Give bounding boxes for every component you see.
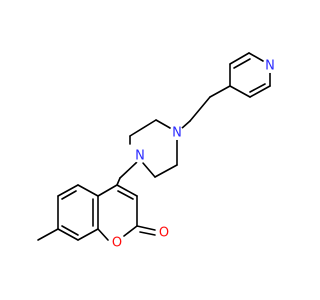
bond bbox=[248, 52, 264, 62]
atom-mask bbox=[133, 149, 147, 163]
bond bbox=[116, 177, 121, 186]
bond bbox=[57, 228, 79, 241]
bond bbox=[233, 58, 251, 69]
bond bbox=[57, 184, 79, 197]
bond bbox=[229, 52, 250, 65]
bond bbox=[77, 184, 99, 197]
bond bbox=[229, 85, 251, 98]
bond bbox=[180, 120, 191, 130]
bond bbox=[249, 85, 271, 98]
ring-oxygen-label: O bbox=[112, 236, 122, 251]
bond bbox=[97, 184, 118, 197]
bond bbox=[136, 225, 156, 231]
bond bbox=[77, 228, 99, 241]
bond bbox=[123, 225, 138, 237]
atom-mask bbox=[110, 236, 124, 250]
bond bbox=[97, 228, 109, 241]
bond bbox=[129, 119, 157, 137]
atom-mask bbox=[157, 226, 171, 240]
bond bbox=[117, 190, 134, 200]
bond bbox=[116, 184, 138, 197]
bond bbox=[119, 161, 138, 179]
bonds bbox=[37, 52, 271, 241]
piperazine-nitrogen-top-label: N bbox=[172, 126, 182, 141]
bond bbox=[37, 228, 59, 241]
molecule-structure: N N N O O bbox=[37, 52, 277, 251]
bond bbox=[249, 83, 266, 93]
piperazine-nitrogen-bottom-label: N bbox=[135, 149, 145, 164]
atom-labels: N N N O O bbox=[110, 59, 277, 251]
bond bbox=[209, 85, 231, 98]
bond bbox=[142, 162, 156, 178]
bond bbox=[189, 96, 211, 122]
structure-canvas: N N N O O bbox=[37, 52, 277, 251]
bond bbox=[61, 190, 77, 200]
bond bbox=[61, 225, 79, 236]
bond bbox=[154, 164, 178, 178]
atom-mask bbox=[263, 59, 277, 73]
pyridine-nitrogen-label: N bbox=[265, 59, 275, 74]
carbonyl-oxygen-label: O bbox=[159, 226, 169, 241]
atom-mask bbox=[170, 126, 184, 140]
bond bbox=[155, 119, 171, 129]
bond bbox=[139, 231, 156, 236]
